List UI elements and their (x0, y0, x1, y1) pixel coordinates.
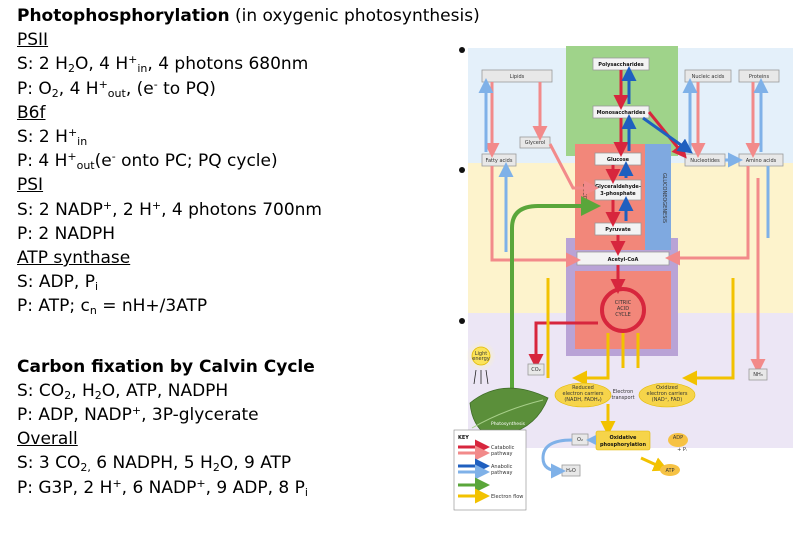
key-anabolic-line2: pathway (491, 470, 513, 476)
b6f-products: P: 4 H+out(e- onto PC; PQ cycle) (17, 150, 278, 173)
electron-flow-far-right (682, 278, 735, 386)
transport-label-line2: transport (611, 395, 634, 401)
psi-substrates: S: 2 NADP+, 2 H+, 4 photons 700nm (17, 198, 322, 220)
title-rest: (in oxygenic photosynthesis) (229, 6, 480, 26)
overall-substrates: S: 3 CO2, 6 NADPH, 5 H2O, 9 ATP (17, 453, 292, 475)
cycle-label-line1: CITRIC (615, 300, 632, 306)
psii-heading: PSII (17, 30, 49, 51)
adp-oval (668, 433, 688, 447)
overall-products: P: G3P, 2 H+, 6 NADP+, 9 ADP, 8 Pi (17, 476, 308, 499)
key-electron-flow: Electron flow (491, 494, 523, 500)
oxidized-carriers-oval (638, 382, 696, 408)
nh3-label: NH₃ (753, 372, 763, 378)
atp-label: ATP (665, 468, 674, 474)
stage-3-marker (459, 318, 465, 324)
h2o-label: H₂O (566, 468, 576, 474)
adp-label-line1: ADP (673, 435, 683, 441)
co2-label: CO₂ (531, 367, 540, 373)
glycerol-label: Glycerol (525, 140, 545, 146)
arrow-o2-to-h2o (541, 438, 573, 479)
monosaccharides-label: Monosaccharides (597, 110, 646, 116)
arrow-oxphos-to-atp (640, 456, 669, 472)
overall-heading: Overall (17, 429, 78, 450)
light-rays (473, 369, 489, 385)
leaf-icon (469, 387, 549, 437)
arrow-amino-to-acetyl (665, 166, 750, 266)
atp-synthase-heading: ATP synthase (17, 248, 131, 269)
calvin-heading: Carbon fixation by Calvin Cycle (17, 356, 315, 377)
reduced-label-line2: electron carriers (563, 391, 604, 397)
psii-substrates: S: 2 H2O, 4 H+in, 4 photons 680nm (17, 53, 309, 76)
light-label-line1: Light (475, 351, 488, 357)
psi-heading: PSI (17, 175, 44, 196)
co2-box (527, 363, 545, 376)
atp-synthase-substrates: S: ADP, Pi (17, 272, 99, 294)
pyruvate-label: Pyruvate (605, 227, 631, 233)
reduced-label-line1: Reduced (572, 385, 594, 391)
arrow-mono-to-nucleotides-blue (642, 116, 693, 154)
proteins-label: Proteins (749, 74, 770, 80)
g3p-label-line1: Glyceraldehyde- (595, 184, 641, 190)
fatty-acids-label: Fatty acids (486, 158, 513, 164)
key-catabolic-line1: Catabolic (491, 445, 515, 451)
oxphos-label-line2: phosphorylation (600, 442, 646, 448)
oxidized-label-line2: electron carriers (647, 391, 688, 397)
atp-synthase-products: P: ATP; cn = nH+/3ATP (17, 296, 208, 318)
metabolism-diagram: Lipids Polysaccharides Nucleic acids Pro… (453, 46, 793, 511)
arrow-fatty-to-acetyl (490, 166, 581, 268)
stage-1-marker (459, 47, 465, 53)
title-bold: Photophosphorylation (17, 6, 230, 26)
key-anabolic-line1: Anabolic (491, 464, 513, 470)
lipids-label: Lipids (510, 74, 525, 80)
b6f-heading: B6f (17, 102, 46, 123)
nh3-box (748, 368, 768, 381)
atp-oval (660, 464, 680, 476)
glucose-label: Glucose (607, 157, 630, 163)
acetyl-coa-label: Acetyl-CoA (608, 257, 639, 263)
adp-label-line2: + Pᵢ (677, 447, 687, 453)
calvin-products: P: ADP, NADP+, 3P-glycerate (17, 404, 259, 426)
key-title: KEY (458, 435, 469, 441)
psi-products: P: 2 NADPH (17, 223, 116, 244)
nucleotides-label: Nucleotides (690, 158, 720, 164)
cycle-label-line3: CYCLE (615, 312, 631, 318)
cycle-label-line2: ACID (617, 306, 629, 312)
key-catabolic-line2: pathway (491, 451, 513, 457)
arrow-glycerol-to-g3p (548, 143, 599, 196)
b6f-substrates: S: 2 H+in (17, 126, 88, 149)
calvin-substrates: S: CO2, H2O, ATP, NADPH (17, 380, 229, 402)
psii-products: P: O2, 4 H+out, (e- to PQ) (17, 77, 216, 100)
arrow-photosynthesis-to-g3p (510, 196, 601, 433)
photosynthesis-label: Photosynthesis (491, 421, 526, 427)
slide-title: Photophosphorylation (in oxygenic photos… (17, 4, 480, 28)
light-label-line2: energy (472, 356, 489, 362)
oxidized-label-line3: (NAD⁺, FAD) (652, 397, 682, 403)
reduced-carriers-oval (554, 382, 612, 408)
reduced-label-line3: (NADH, FADH₂) (564, 397, 601, 403)
o2-label: O₂ (577, 437, 583, 443)
amino-acids-label: Amino acids (746, 158, 777, 164)
electron-flow-left (572, 333, 610, 386)
oxidized-label-line1: Oxidized (656, 385, 678, 391)
lipids-box (481, 69, 553, 83)
nucleic-acids-label: Nucleic acids (692, 74, 725, 80)
polysaccharides-label: Polysaccharides (598, 62, 643, 68)
slide-text: Photophosphorylation (in oxygenic photos… (17, 4, 480, 500)
transport-label-line1: Electron (613, 389, 634, 395)
g3p-box (594, 179, 642, 201)
sun-icon (471, 346, 491, 366)
leaf-vein (471, 399, 544, 429)
gluconeogenesis-label: GLUCONEOGENESIS (661, 173, 667, 223)
g3p-label-line2: 3-phosphate (600, 191, 636, 197)
stage-2-marker (459, 167, 465, 173)
arrow-cycle-to-co2 (528, 321, 598, 369)
oxphos-label-line1: Oxidative (610, 435, 638, 441)
